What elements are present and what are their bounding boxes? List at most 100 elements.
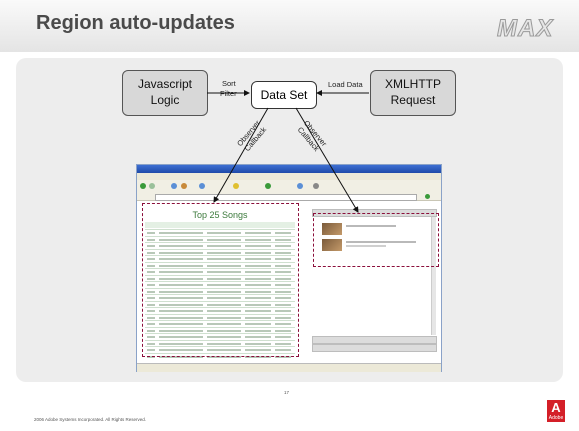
slide-title: Region auto-updates [36, 12, 235, 34]
song-row[interactable] [145, 320, 295, 328]
song-row[interactable] [145, 287, 295, 296]
song-cell [207, 251, 241, 254]
song-cell [245, 251, 271, 254]
song-cell [275, 303, 291, 306]
song-cell [147, 342, 155, 345]
song-cell [275, 323, 291, 325]
song-cell [159, 245, 203, 247]
album-section-header-1 [312, 336, 437, 344]
album-region-highlight [313, 213, 439, 267]
song-cell [159, 329, 203, 332]
max-logo: MAX [496, 15, 554, 43]
album-text-lines-3 [346, 245, 386, 247]
song-cell [245, 316, 271, 319]
song-row[interactable] [145, 255, 295, 263]
song-cell [207, 323, 241, 325]
song-cell [147, 251, 155, 254]
songs-table-header [145, 222, 295, 228]
song-cell [159, 271, 203, 273]
song-cell [147, 245, 155, 247]
forward-icon [149, 183, 155, 189]
song-row[interactable] [145, 235, 295, 244]
song-row[interactable] [145, 274, 295, 283]
browser-screenshot: Top 25 Songs [136, 164, 442, 372]
song-cell [275, 232, 291, 234]
song-cell [207, 277, 241, 280]
song-row[interactable] [145, 307, 295, 315]
song-row[interactable] [145, 326, 295, 335]
song-cell [275, 316, 291, 319]
song-cell [207, 329, 241, 332]
song-row[interactable] [145, 229, 295, 237]
song-cell [159, 290, 203, 293]
song-cell [245, 310, 271, 312]
song-cell [275, 290, 291, 293]
filter-label: Filter [220, 89, 237, 98]
song-cell [275, 284, 291, 286]
copyright-footer: 2006 Adobe Systems Incorporated. All Rig… [34, 417, 147, 422]
song-cell [207, 297, 241, 299]
song-cell [147, 303, 155, 306]
album-thumbnail-1 [322, 223, 342, 235]
song-cell [207, 284, 241, 286]
song-row[interactable] [145, 294, 295, 302]
song-cell [245, 342, 271, 345]
address-field [155, 194, 417, 201]
song-row[interactable] [145, 261, 295, 270]
song-cell [207, 303, 241, 306]
song-cell [275, 245, 291, 247]
song-cell [275, 271, 291, 273]
song-cell [245, 277, 271, 280]
song-cell [245, 336, 271, 338]
song-cell [207, 271, 241, 273]
song-row[interactable] [145, 339, 295, 348]
adobe-wordmark: Adobe [548, 415, 564, 421]
song-row[interactable] [145, 281, 295, 289]
song-cell [275, 238, 291, 241]
song-cell [245, 290, 271, 293]
song-cell [207, 245, 241, 247]
song-cell [207, 349, 241, 351]
song-cell [245, 323, 271, 325]
songs-table: Top 25 Songs [145, 210, 295, 358]
song-cell [207, 232, 241, 234]
song-cell [159, 316, 203, 319]
song-cell [275, 251, 291, 254]
song-cell [245, 271, 271, 273]
song-row[interactable] [145, 346, 295, 354]
browser-toolbar [137, 180, 441, 194]
song-cell [159, 277, 203, 280]
song-cell [147, 284, 155, 286]
mail-icon [297, 183, 303, 189]
song-cell [245, 264, 271, 267]
xmlhttp-request-node: XMLHTTP Request [370, 70, 456, 116]
song-row[interactable] [145, 300, 295, 309]
song-cell [159, 303, 203, 306]
songs-table-title: Top 25 Songs [192, 210, 248, 220]
song-cell [147, 264, 155, 267]
load-data-label: Load Data [328, 80, 363, 89]
page-number: 17 [284, 390, 290, 395]
song-row[interactable] [145, 333, 295, 341]
song-cell [245, 297, 271, 299]
song-cell [159, 342, 203, 345]
browser-menu-bar [137, 173, 441, 180]
song-cell [245, 245, 271, 247]
song-row[interactable] [145, 248, 295, 257]
browser-status-bar [137, 363, 441, 372]
song-cell [207, 290, 241, 293]
song-row[interactable] [145, 242, 295, 250]
song-cell [159, 310, 203, 312]
browser-address-bar [137, 193, 441, 201]
song-cell [275, 349, 291, 351]
song-cell [147, 271, 155, 273]
song-row[interactable] [145, 268, 295, 276]
songs-region-highlight [142, 203, 299, 357]
song-cell [159, 297, 203, 299]
song-cell [159, 323, 203, 325]
song-row[interactable] [145, 313, 295, 322]
scrollbar[interactable] [431, 217, 436, 335]
song-cell [207, 336, 241, 338]
song-cell [207, 310, 241, 312]
song-cell [147, 323, 155, 325]
